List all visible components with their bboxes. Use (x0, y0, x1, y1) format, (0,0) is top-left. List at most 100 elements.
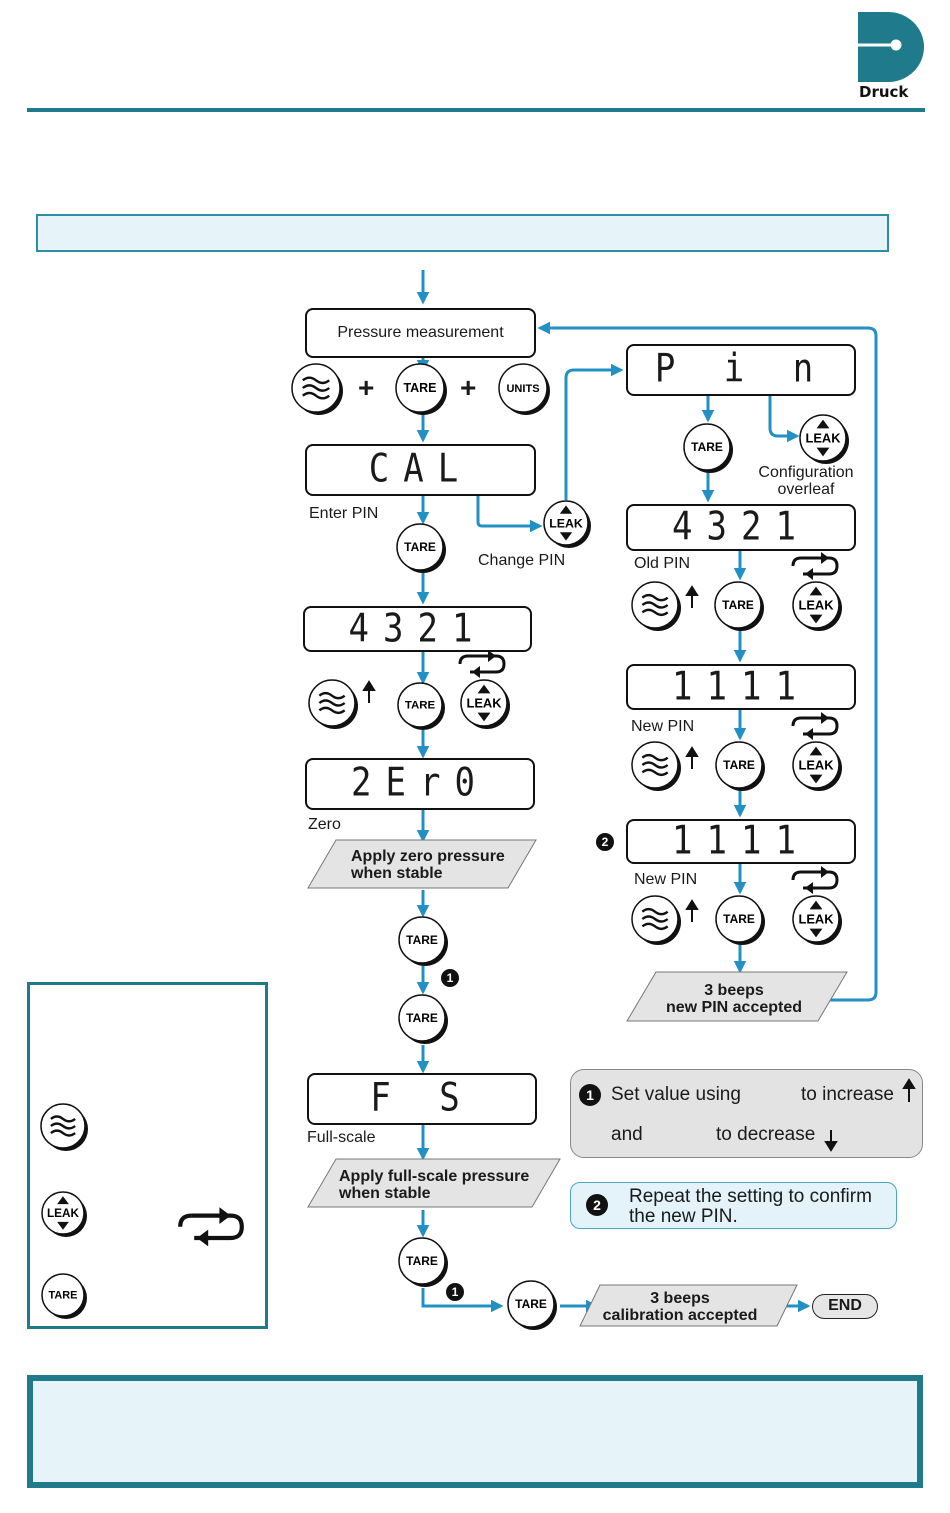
tare-button-label: TARE (722, 598, 754, 612)
pin-entry-text: 4321 (348, 606, 487, 652)
tare-button[interactable]: TARE (713, 580, 767, 634)
wave-line (318, 699, 346, 707)
leak-button-label: LEAK (805, 431, 841, 446)
tare-button-label: TARE (723, 912, 755, 926)
tare-button[interactable]: TARE (396, 681, 448, 733)
tare-button[interactable]: TARE (397, 993, 451, 1047)
down-triangle-icon (559, 532, 573, 541)
fs-step-shape (307, 1158, 561, 1208)
tare-button[interactable]: TARE (40, 1272, 90, 1322)
wave-line (641, 907, 669, 916)
leak-button[interactable]: LEAK (791, 740, 845, 794)
leak-button[interactable]: LEAK (542, 499, 594, 551)
leak-button[interactable]: LEAK (798, 413, 852, 467)
note1-text-b: to increase (801, 1084, 894, 1105)
note2-badge: 2 (586, 1194, 608, 1216)
fs-step-text-1: Apply full-scale pressure (339, 1168, 530, 1185)
down-triangle-icon (57, 1221, 69, 1230)
old-pin-label: Old PIN (634, 555, 691, 572)
down-triangle-icon (477, 712, 491, 722)
wave-button[interactable] (39, 1102, 91, 1154)
leak-button[interactable]: LEAK (459, 678, 513, 732)
change-pin-label: Change PIN (478, 552, 566, 569)
wave-button[interactable] (290, 362, 346, 418)
wave-button[interactable] (630, 894, 684, 948)
tare-button[interactable]: TARE (397, 915, 451, 969)
units-button-label: UNITS (506, 383, 539, 395)
leak-button-label: LEAK (798, 598, 834, 613)
tare-button-label: TARE (406, 933, 438, 947)
down-triangle-icon (809, 774, 823, 784)
new-pin-text: 1111 (672, 664, 810, 710)
note1-text-d: to decrease (716, 1124, 816, 1145)
tare-button-label: TARE (406, 1254, 438, 1268)
wave-line (641, 768, 669, 777)
badge-one-2: 1 (446, 1283, 464, 1301)
zero-step-text-1: Apply zero pressure (351, 848, 505, 865)
leak-button-label: LEAK (798, 912, 834, 927)
title-bar (36, 214, 889, 252)
new-pin-display: 1111 (626, 664, 856, 710)
tare-button[interactable]: TARE (682, 422, 736, 476)
repeat-icon (791, 710, 839, 742)
wave-button[interactable] (630, 740, 684, 794)
down-triangle-icon (816, 447, 830, 457)
tare-button-label: TARE (404, 540, 436, 554)
pin-accepted-text-2: new PIN accepted (665, 999, 803, 1016)
leak-button[interactable]: LEAK (40, 1190, 90, 1240)
note1-text-c: and (611, 1124, 643, 1145)
confirm-pin-text: 1111 (672, 817, 810, 864)
wave-button[interactable] (630, 580, 684, 634)
wave-button[interactable] (307, 678, 361, 732)
wave-line (50, 1122, 76, 1130)
tare-button[interactable]: TARE (506, 1279, 560, 1333)
up-triangle-icon (559, 505, 573, 514)
up-triangle-icon (816, 419, 830, 429)
overleaf-label: overleaf (777, 481, 835, 498)
tare-button-label: TARE (49, 1290, 78, 1302)
header-rule (27, 108, 925, 112)
zero-text: 2Er0 (351, 760, 489, 806)
tare-button[interactable]: TARE (714, 894, 768, 948)
note1-badge: 1 (579, 1084, 601, 1106)
bottom-note-box (27, 1375, 923, 1488)
badge-two: 2 (596, 833, 614, 851)
plus-sign: + (358, 372, 375, 403)
down-triangle-icon (809, 928, 823, 938)
tare-button[interactable]: TARE (397, 1236, 451, 1290)
brand-name: Druck (859, 83, 909, 101)
cal-text: CAL (368, 446, 473, 492)
fs-step-text-2: when stable (339, 1185, 431, 1202)
down-triangle-icon (809, 614, 823, 624)
tare-button[interactable]: TARE (394, 362, 450, 418)
end-terminal: END (812, 1294, 878, 1319)
tare-button[interactable]: TARE (714, 740, 768, 794)
wave-line (641, 761, 669, 769)
cal-display: CAL (305, 444, 536, 496)
up-triangle-icon (809, 586, 823, 596)
repeat-icon (791, 864, 839, 896)
wave-line (318, 706, 346, 715)
leak-button-label: LEAK (47, 1207, 80, 1220)
zero-label: Zero (308, 816, 341, 833)
cal-accepted-text-2: calibration accepted (602, 1307, 758, 1324)
tare-button-label: TARE (515, 1297, 547, 1311)
tare-button-label: TARE (723, 758, 755, 772)
repeat-icon (458, 648, 506, 680)
configuration-label: Configuration (758, 464, 854, 481)
leak-button[interactable]: LEAK (791, 894, 845, 948)
units-button[interactable]: UNITS (497, 362, 553, 418)
up-triangle-icon (809, 900, 823, 910)
wave-line (641, 593, 669, 602)
zero-display: 2Er0 (305, 758, 535, 810)
note-increase-decrease: 1 Set value using to increase and to dec… (570, 1069, 923, 1158)
leak-button[interactable]: LEAK (791, 580, 845, 634)
pin-menu-text: P i n (654, 346, 828, 392)
wave-line (302, 376, 330, 385)
up-triangle-icon (477, 684, 491, 694)
confirm-pin-display: 1111 (626, 817, 856, 864)
tare-button[interactable]: TARE (395, 522, 449, 576)
pressure-measurement-display: Pressure measurement (305, 308, 536, 358)
enter-pin-label: Enter PIN (309, 505, 379, 522)
